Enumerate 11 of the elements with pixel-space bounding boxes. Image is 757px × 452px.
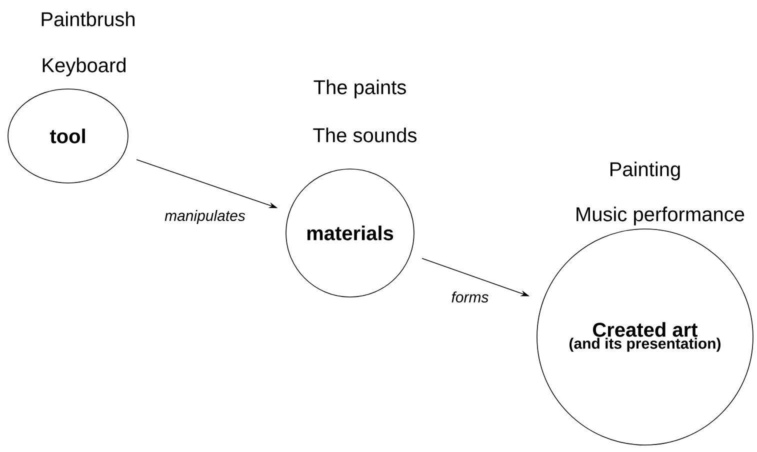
ellipse-node: tool [8, 88, 128, 184]
caption-text: The sounds [313, 128, 416, 142]
edge-label: manipulates [164, 209, 246, 225]
caption-text: Paintbrush [42, 12, 134, 26]
caption-text: Painting [610, 162, 680, 180]
circle-node: materials [286, 168, 414, 298]
caption-text: Keyboard [42, 58, 126, 76]
caption-text: Music performance [576, 206, 744, 226]
circle-node: Created art (and its presentation) [536, 228, 754, 446]
edge-label: forms [450, 290, 490, 304]
caption-text: The paints [314, 80, 406, 98]
